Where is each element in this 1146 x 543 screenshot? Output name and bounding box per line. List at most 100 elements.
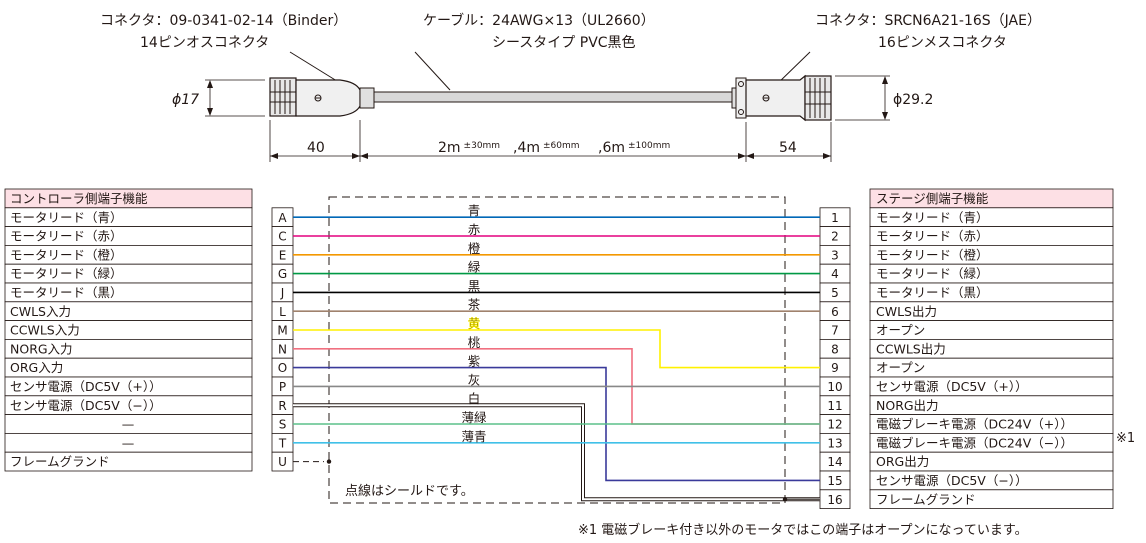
left-pin-label: N: [278, 342, 287, 356]
right-pin-label: 5: [831, 286, 839, 300]
left-pin-label: O: [278, 361, 287, 375]
left-table-cell: NORG入力: [10, 341, 73, 356]
left-table-cell: センサ電源（DC5V（−））: [10, 398, 162, 413]
right-table-cell: NORG出力: [876, 398, 939, 413]
left-table-cell: モータリード（青）: [10, 210, 123, 225]
tol-4m: ±60mm: [543, 141, 580, 151]
length-dimensions: 40 54 2m±30mm,4m±60mm,6m±100mm: [269, 120, 832, 162]
left-table-cell: モータリード（橙）: [10, 247, 123, 262]
wire-color-label: 黄: [468, 316, 481, 331]
wire-color-label: 白: [468, 391, 481, 406]
left-table-cell: —: [122, 417, 135, 432]
right-length-label: 54: [779, 140, 797, 156]
right-table-cell: センサ電源（DC5V（−））: [876, 473, 1028, 488]
right-table-cell: モータリード（黒）: [876, 285, 989, 300]
right-connector-title: コネクタ：SRCN6A21-16S（JAE）: [815, 13, 1041, 29]
wire-color-label: 灰: [468, 372, 481, 387]
left-pin-label: S: [279, 418, 287, 432]
wire-6: [293, 329, 820, 369]
right-pin-label: 7: [831, 324, 839, 338]
length-2m: 2m: [438, 140, 461, 156]
right-table-cell: モータリード（青）: [876, 210, 989, 225]
right-pin-label: 9: [831, 361, 839, 375]
right-pin-label: 12: [827, 418, 842, 432]
wire-color-label: 薄青: [461, 429, 486, 444]
wire-color-label: 紫: [468, 354, 481, 369]
right-pin-label: 1: [831, 211, 839, 225]
cable-illustration: コネクタ：09-0341-02-14（Binder） 14ピンオスコネクタ ケー…: [100, 12, 1041, 162]
left-connector-subtitle: 14ピンオスコネクタ: [140, 35, 269, 51]
right-pin-label: 8: [831, 342, 839, 356]
right-table-cell: ORG出力: [876, 454, 929, 469]
wire-color-label: 茶: [468, 297, 481, 312]
right-table-cell: 電磁ブレーキ電源（DC24V（+））: [876, 417, 1073, 432]
right-pin-label: 11: [827, 399, 842, 413]
right-pin-label: 15: [827, 474, 842, 488]
wire-color-label: 赤: [468, 222, 481, 237]
right-table-cell: オープン: [876, 360, 925, 375]
footnote-mark: ※1: [1116, 431, 1135, 446]
right-table-cell: 電磁ブレーキ電源（DC24V（−））: [876, 435, 1073, 450]
wire-color-label: 黒: [468, 278, 481, 293]
left-table-cell: モータリード（黒）: [10, 285, 123, 300]
right-pin-label: 13: [827, 436, 842, 450]
right-table-cell: センサ電源（DC5V（+））: [876, 379, 1028, 394]
wire-color-label: 青: [468, 203, 481, 218]
cable-length-label: 2m±30mm ,4m±60mm ,6m±100mm: [438, 140, 670, 156]
length-6m: ,6m: [598, 140, 625, 156]
right-table-cell: CWLS出力: [876, 304, 937, 319]
right-table-header: ステージ側端子機能: [876, 191, 989, 206]
shield-outline: [328, 196, 786, 504]
right-table-cell: モータリード（橙）: [876, 247, 989, 262]
cable-subtitle: シースタイプ PVC黒色: [492, 34, 636, 51]
left-table-cell: モータリード（緑）: [10, 266, 123, 281]
left-pin-label: A: [278, 211, 287, 225]
left-table-header: コントローラ側端子機能: [10, 191, 148, 206]
shield-junction-left: [326, 459, 332, 464]
wire-color-label: 緑: [468, 260, 481, 275]
left-pin-label: P: [279, 380, 286, 394]
length-4m: ,4m: [513, 140, 540, 156]
right-table-cell: オープン: [876, 323, 925, 338]
left-diameter-dimension: ϕ17: [172, 79, 265, 117]
right-pin-label: 14: [827, 455, 842, 469]
cable-title: ケーブル：24AWG×13（UL2660）: [423, 12, 655, 29]
right-diameter-label: ϕ29.2: [893, 92, 933, 108]
left-pin-label: G: [278, 267, 287, 281]
left-pin-label: L: [279, 305, 286, 319]
right-table-cell: モータリード（緑）: [876, 266, 989, 281]
left-table-cell: フレームグランド: [10, 454, 110, 469]
right-table-row: [869, 489, 1114, 509]
wire-color-label: 橙: [468, 241, 481, 256]
shield-note: 点線はシールドです。: [345, 483, 474, 499]
right-pin-label: 4: [831, 267, 839, 281]
tol-6m: ±100mm: [628, 141, 670, 151]
left-table-cell: CWLS入力: [10, 304, 71, 319]
right-pin-label: 6: [831, 305, 839, 319]
wiring-tables: コントローラ側端子機能モータリード（青）モータリード（赤）モータリード（橙）モー…: [4, 188, 1114, 509]
right-pin-label: 2: [831, 230, 839, 244]
leader-cable: [414, 51, 451, 91]
right-connector-body: [731, 74, 832, 122]
right-diameter-dimension: ϕ29.2: [835, 75, 933, 121]
left-table-row: [4, 451, 253, 472]
left-diameter-label: ϕ17: [172, 92, 199, 108]
right-pin-label: 16: [827, 493, 842, 507]
left-table-cell: ORG入力: [10, 360, 63, 375]
left-pin-label: U: [278, 455, 287, 469]
left-pin-label: E: [279, 248, 287, 262]
left-table-cell: —: [122, 435, 135, 450]
right-pin-label: 3: [831, 248, 839, 262]
left-pin-label: T: [278, 436, 287, 450]
wire-color-label: 薄緑: [461, 410, 487, 425]
left-pin-label: J: [280, 286, 285, 300]
right-table-cell: CCWLS出力: [876, 341, 946, 356]
right-table-cell: フレームグランド: [876, 492, 976, 507]
right-pin-label: 10: [827, 380, 842, 394]
left-table-cell: CCWLS入力: [10, 323, 80, 338]
cable-sheath: [373, 91, 733, 103]
tol-2m: ±30mm: [464, 141, 501, 151]
left-pin-label: C: [278, 230, 286, 244]
wire-lines: [293, 216, 820, 502]
